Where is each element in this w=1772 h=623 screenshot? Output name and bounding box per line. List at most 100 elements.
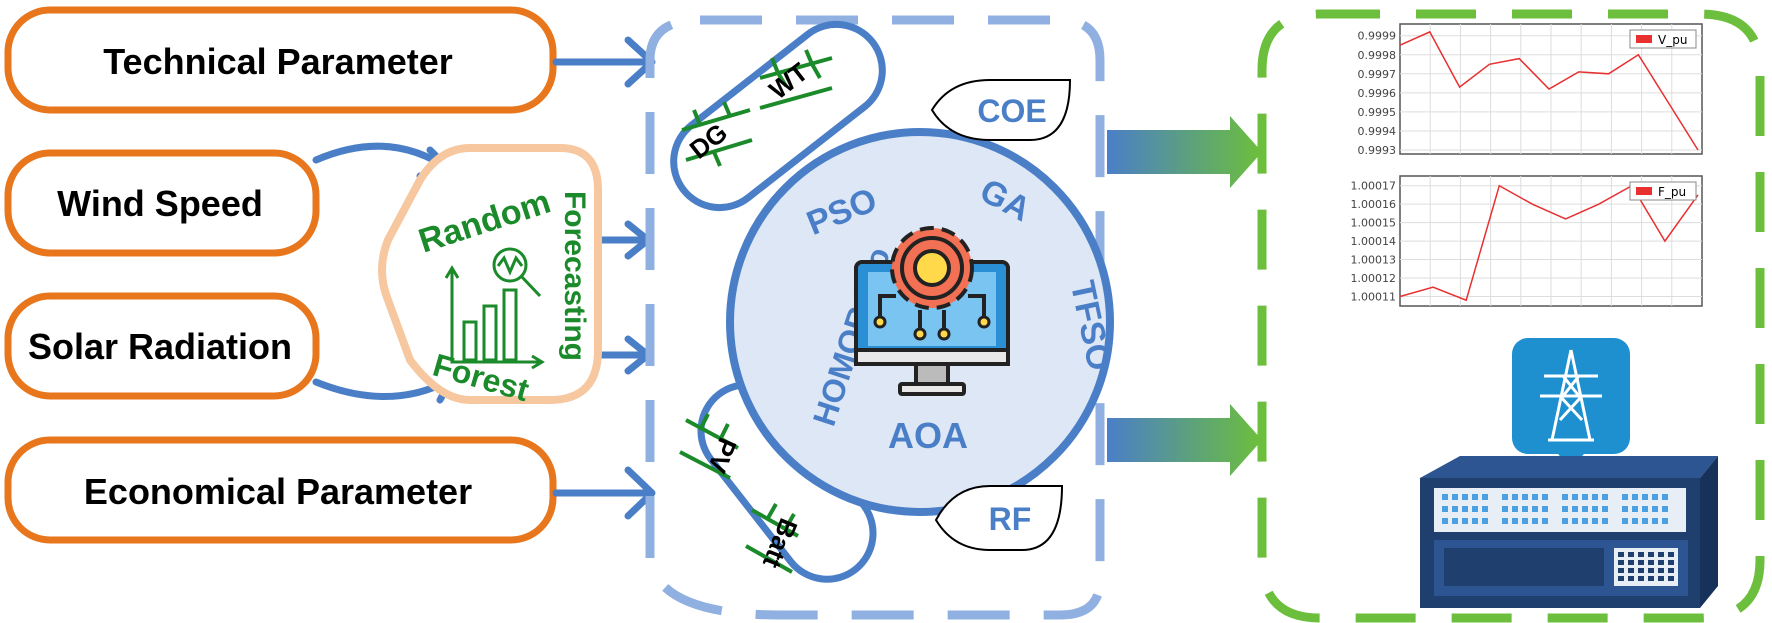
rack-vent-dot <box>1672 494 1678 500</box>
rack-panel-dot <box>1628 552 1634 557</box>
y-tick-label: 0.9998 <box>1358 49 1397 62</box>
rack-vent-dot <box>1652 494 1658 500</box>
rack-panel-dot <box>1638 576 1644 581</box>
rack-vent-dot <box>1572 506 1578 512</box>
voltage-legend-swatch <box>1636 35 1652 43</box>
rack-vent-dot <box>1462 494 1468 500</box>
rack-panel-dot <box>1658 560 1664 565</box>
rack-vent-dot <box>1522 518 1528 524</box>
rack-vent-dot <box>1652 518 1658 524</box>
output-arrow-bottom <box>1107 404 1262 476</box>
y-tick-label: 0.9996 <box>1358 87 1397 100</box>
rack-vent-dot <box>1622 494 1628 500</box>
rack-vent-dot <box>1552 494 1558 500</box>
objective-rf: RF <box>934 485 1064 551</box>
rack-vent-dot <box>1632 506 1638 512</box>
input-economical-box: Economical Parameter <box>4 436 557 544</box>
grid-server-icon <box>1420 338 1718 608</box>
y-tick-label: 0.9993 <box>1358 144 1397 157</box>
rack-vent-dot <box>1502 518 1508 524</box>
rack-vent-dot <box>1512 494 1518 500</box>
rack-panel-dot <box>1628 560 1634 565</box>
rack-vent-dot <box>1642 518 1648 524</box>
rack-vent-dot <box>1592 506 1598 512</box>
dg-symbol-icon <box>681 101 753 167</box>
rack-vent-dot <box>1562 506 1568 512</box>
input-solar-box: Solar Radiation <box>4 292 320 400</box>
rack-vent-dot <box>1452 494 1458 500</box>
rack-vent-dot <box>1642 506 1648 512</box>
rack-vent-dot <box>1502 506 1508 512</box>
output-arrow-top <box>1107 116 1262 188</box>
rack-vent-dot <box>1622 506 1628 512</box>
rack-vent-dot <box>1532 494 1538 500</box>
rack-panel-dot <box>1638 560 1644 565</box>
rack-panel-dot <box>1618 576 1624 581</box>
generation-pill-top: WT DG <box>670 20 886 212</box>
voltage-chart: 0.99930.99940.99950.99960.99970.99980.99… <box>1358 23 1703 157</box>
rack-panel-dot <box>1628 576 1634 581</box>
rack-panel-dot <box>1618 568 1624 573</box>
rack-vent-dot <box>1662 494 1668 500</box>
rack-vent-dot <box>1442 506 1448 512</box>
rack-vent-dot <box>1662 506 1668 512</box>
rack-vent-dot <box>1472 506 1478 512</box>
rack-vents <box>1442 494 1678 524</box>
rack-vent-dot <box>1482 518 1488 524</box>
rack-vent-dot <box>1512 506 1518 512</box>
monitor-gear-icon <box>854 226 1010 396</box>
rack-vent-dot <box>1472 494 1478 500</box>
rack-vent-dot <box>1672 506 1678 512</box>
rack-vent-dot <box>1572 494 1578 500</box>
y-tick-label: 0.9995 <box>1358 106 1397 119</box>
rack-vent-dot <box>1462 506 1468 512</box>
y-tick-label: 0.9999 <box>1358 30 1397 43</box>
y-tick-label: 1.00013 <box>1351 254 1397 267</box>
rack-vent-dot <box>1672 518 1678 524</box>
forecast-forecasting-label: Forecasting <box>558 191 591 361</box>
rack-vent-dot <box>1522 506 1528 512</box>
y-tick-label: 1.00015 <box>1351 217 1397 230</box>
rack-panel-dot <box>1658 552 1664 557</box>
input-wind-label: Wind Speed <box>57 183 263 224</box>
y-tick-label: 1.00017 <box>1351 180 1397 193</box>
rack-panel-dot <box>1648 560 1654 565</box>
rack-panel-dot <box>1668 568 1674 573</box>
rack-panel-dot <box>1628 568 1634 573</box>
y-tick-label: 1.00014 <box>1351 235 1397 248</box>
y-tick-label: 1.00011 <box>1351 290 1397 303</box>
input-wind-box: Wind Speed <box>4 149 320 257</box>
rack-vent-dot <box>1582 494 1588 500</box>
rack-vent-dot <box>1452 518 1458 524</box>
frequency-chart: 1.000111.000121.000131.000141.000151.000… <box>1351 175 1703 307</box>
rack-vent-dot <box>1522 494 1528 500</box>
rack-vent-dot <box>1462 518 1468 524</box>
rack-vent-dot <box>1552 518 1558 524</box>
rack-vent-dot <box>1542 506 1548 512</box>
rack-vent-dot <box>1582 518 1588 524</box>
input-technical-box: Technical Parameter <box>4 6 557 114</box>
rack-panel-dot <box>1618 560 1624 565</box>
generation-pill-bottom: PV Batt <box>679 381 877 583</box>
input-economical-label: Economical Parameter <box>84 471 472 512</box>
rack-panel-dot <box>1648 576 1654 581</box>
rack-vent-dot <box>1582 506 1588 512</box>
rack-panel-dot <box>1648 568 1654 573</box>
arrow-economical-head <box>624 466 656 520</box>
rack-vent-dot <box>1602 494 1608 500</box>
rack-vent-dot <box>1472 518 1478 524</box>
rack-vent-dot <box>1542 494 1548 500</box>
bar-chart-icon <box>444 265 545 370</box>
rack-vent-dot <box>1512 518 1518 524</box>
frequency-series-line <box>1399 184 1699 302</box>
rack-vent-dot <box>1612 494 1618 500</box>
rack-panel-dot <box>1638 568 1644 573</box>
rack-vent-dot <box>1622 518 1628 524</box>
voltage-series-line <box>1399 30 1699 151</box>
rack-vent-dot <box>1602 506 1608 512</box>
input-technical-label: Technical Parameter <box>103 41 453 82</box>
input-solar-label: Solar Radiation <box>28 326 292 367</box>
y-tick-label: 0.9994 <box>1358 125 1397 138</box>
frequency-legend-label: F_pu <box>1658 185 1686 199</box>
rack-vent-dot <box>1562 494 1568 500</box>
